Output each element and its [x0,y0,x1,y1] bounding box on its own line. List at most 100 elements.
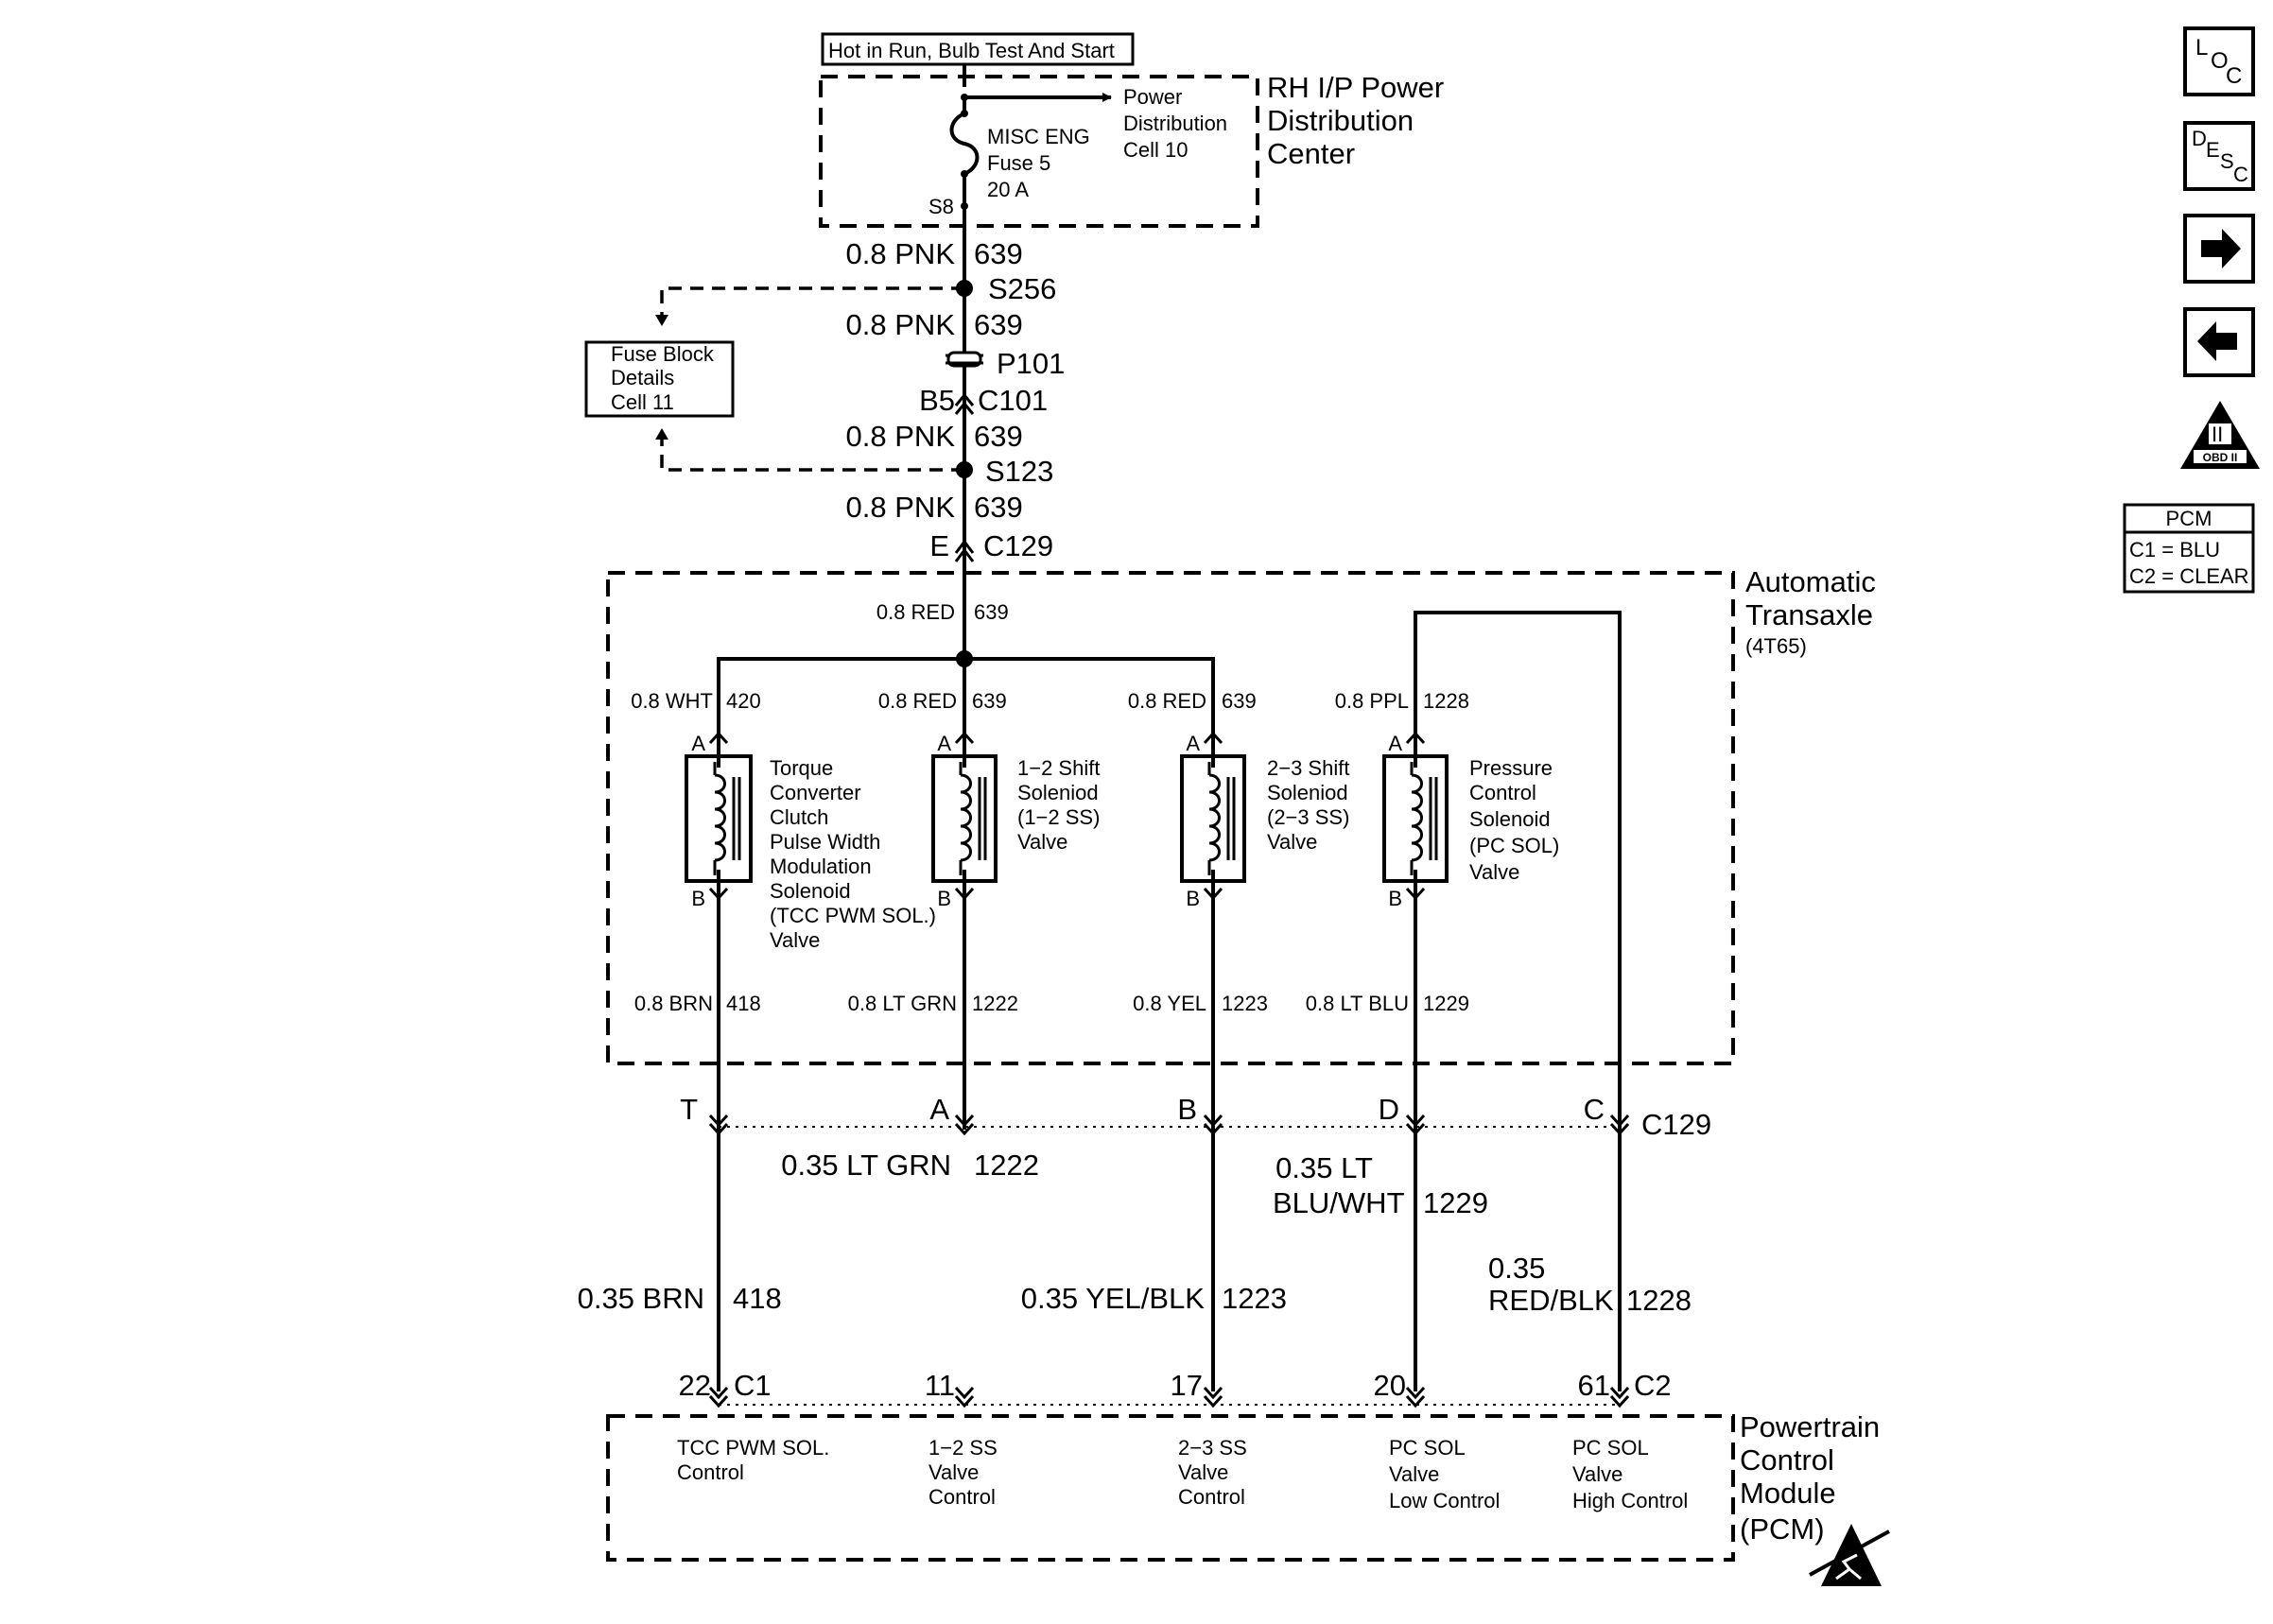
svg-text:RH I/P Power: RH I/P Power [1267,71,1444,104]
coil-gap [1210,768,1216,870]
svg-text:2−3 Shift: 2−3 Shift [1267,756,1349,780]
svg-text:A: A [929,1093,949,1126]
svg-text:A: A [1388,732,1402,755]
svg-text:0.8 LT GRN: 0.8 LT GRN [848,992,957,1015]
esd-warning-icon [1809,1524,1890,1586]
svg-text:P101: P101 [997,347,1065,380]
svg-text:C2: C2 [1634,1369,1672,1402]
svg-text:II: II [2212,423,2223,446]
connector-c101 [954,392,975,415]
svg-text:0.8 PNK: 0.8 PNK [846,308,956,341]
svg-text:0.8 PNK: 0.8 PNK [846,237,956,270]
obd-ii-button[interactable]: II OBD II [2180,401,2260,469]
powertrain-control-module: Powertrain Control Module (PCM) [606,1410,1880,1562]
svg-text:MISC ENG: MISC ENG [987,125,1090,148]
left-arrow-icon [2197,321,2237,361]
svg-text:639: 639 [974,237,1023,270]
svg-text:BLU/WHT: BLU/WHT [1273,1186,1405,1219]
svg-text:0.8 RED: 0.8 RED [1128,689,1206,713]
rh-ip-power-distribution-center: RH I/P Power Distribution Center [819,71,1444,228]
svg-text:PC SOL: PC SOL [1389,1436,1466,1460]
previous-page-button[interactable] [2183,307,2255,377]
svg-text:0.35: 0.35 [1488,1252,1545,1285]
svg-text:1223: 1223 [1222,1282,1287,1315]
svg-text:S123: S123 [985,455,1053,488]
svg-text:Control: Control [1740,1443,1834,1477]
feed-labels: 0.8 PNK 639 S256 0.8 PNK 639 P101 B5 C10… [846,237,1066,562]
svg-text:0.35 YEL/BLK: 0.35 YEL/BLK [1021,1282,1206,1315]
coil-gap [1413,768,1418,870]
svg-text:L: L [2195,35,2208,60]
svg-text:639: 639 [974,491,1023,524]
svg-text:1228: 1228 [1423,689,1469,713]
svg-text:High Control: High Control [1572,1489,1688,1512]
svg-text:Control: Control [1178,1485,1245,1509]
svg-text:O: O [2211,48,2229,74]
svg-text:20 A: 20 A [987,178,1029,201]
svg-text:11: 11 [925,1369,955,1402]
svg-text:639: 639 [974,420,1023,453]
coil-core [1226,777,1236,860]
svg-text:Hot in Run, Bulb Test And Star: Hot in Run, Bulb Test And Start [828,39,1115,62]
svg-text:C129: C129 [1641,1108,1711,1141]
svg-text:B: B [937,887,951,910]
svg-text:Pressure: Pressure [1469,756,1553,780]
svg-text:Valve: Valve [1017,830,1067,854]
svg-text:Clutch: Clutch [770,805,828,829]
svg-text:Valve: Valve [770,928,820,952]
solenoid-feed-bus [717,657,1215,701]
svg-text:420: 420 [726,689,761,713]
shift-solenoid-1-2: 0.8 RED 639 A B 1−2 Shift Soleniod (1−2 … [848,689,1101,1015]
svg-text:Valve: Valve [1267,830,1317,854]
c129-pin [1609,1114,1630,1136]
svg-text:418: 418 [733,1282,782,1315]
svg-text:1229: 1229 [1423,1186,1488,1219]
svg-text:PCM: PCM [2166,507,2212,530]
svg-text:Solenoid: Solenoid [1469,807,1551,831]
svg-text:Fuse 5: Fuse 5 [987,151,1050,175]
svg-text:Distribution: Distribution [1123,112,1227,135]
desc-button[interactable]: D E S C [2183,121,2255,191]
pcm-pin [1609,1386,1630,1408]
svg-text:1222: 1222 [974,1149,1039,1182]
svg-text:C129: C129 [983,529,1053,562]
coil-winding [1208,773,1221,862]
svg-text:1−2 Shift: 1−2 Shift [1017,756,1100,780]
svg-text:Modulation: Modulation [770,855,872,878]
svg-text:D: D [2192,127,2207,150]
svg-text:Automatic: Automatic [1745,565,1876,598]
svg-text:0.8 PNK: 0.8 PNK [846,420,956,453]
svg-text:22: 22 [679,1369,711,1402]
svg-text:C2 = CLEAR: C2 = CLEAR [2129,564,2249,588]
svg-text:Cell 10: Cell 10 [1123,138,1188,162]
svg-text:B: B [1186,887,1200,910]
svg-text:B: B [1388,887,1402,910]
svg-text:0.8 YEL: 0.8 YEL [1133,992,1206,1015]
svg-text:C: C [2226,63,2242,89]
svg-text:0.8 RED: 0.8 RED [878,689,957,713]
svg-text:OBD II: OBD II [2203,451,2238,464]
c129-pin [1405,1114,1426,1136]
svg-text:E: E [929,529,949,562]
coil-gap [962,768,967,870]
svg-text:(TCC PWM SOL.): (TCC PWM SOL.) [770,904,936,927]
svg-text:Control: Control [928,1485,996,1509]
pcm-connector-legend: PCM C1 = BLU C2 = CLEAR [2123,503,2255,594]
hot-in-run-label: Hot in Run, Bulb Test And Start [821,32,1135,66]
svg-text:B: B [1177,1093,1197,1126]
svg-text:Valve: Valve [1572,1462,1622,1486]
svg-text:Soleniod: Soleniod [1267,781,1348,804]
svg-text:C: C [1584,1093,1605,1126]
pressure-control-solenoid: 0.8 PPL 1228 A B Pressure Control Soleno… [1306,689,1559,1391]
svg-text:C1 = BLU: C1 = BLU [2129,538,2220,561]
loc-button[interactable]: L O C [2183,26,2255,96]
svg-text:C: C [2233,163,2248,186]
svg-text:0.8 RED: 0.8 RED [876,600,955,624]
coil-core [732,777,741,860]
svg-text:RED/BLK: RED/BLK [1488,1284,1614,1317]
next-page-button[interactable] [2183,214,2255,284]
c129-pin [708,1114,729,1136]
svg-text:S8: S8 [928,195,954,218]
svg-text:639: 639 [1222,689,1257,713]
svg-text:1229: 1229 [1423,992,1469,1015]
